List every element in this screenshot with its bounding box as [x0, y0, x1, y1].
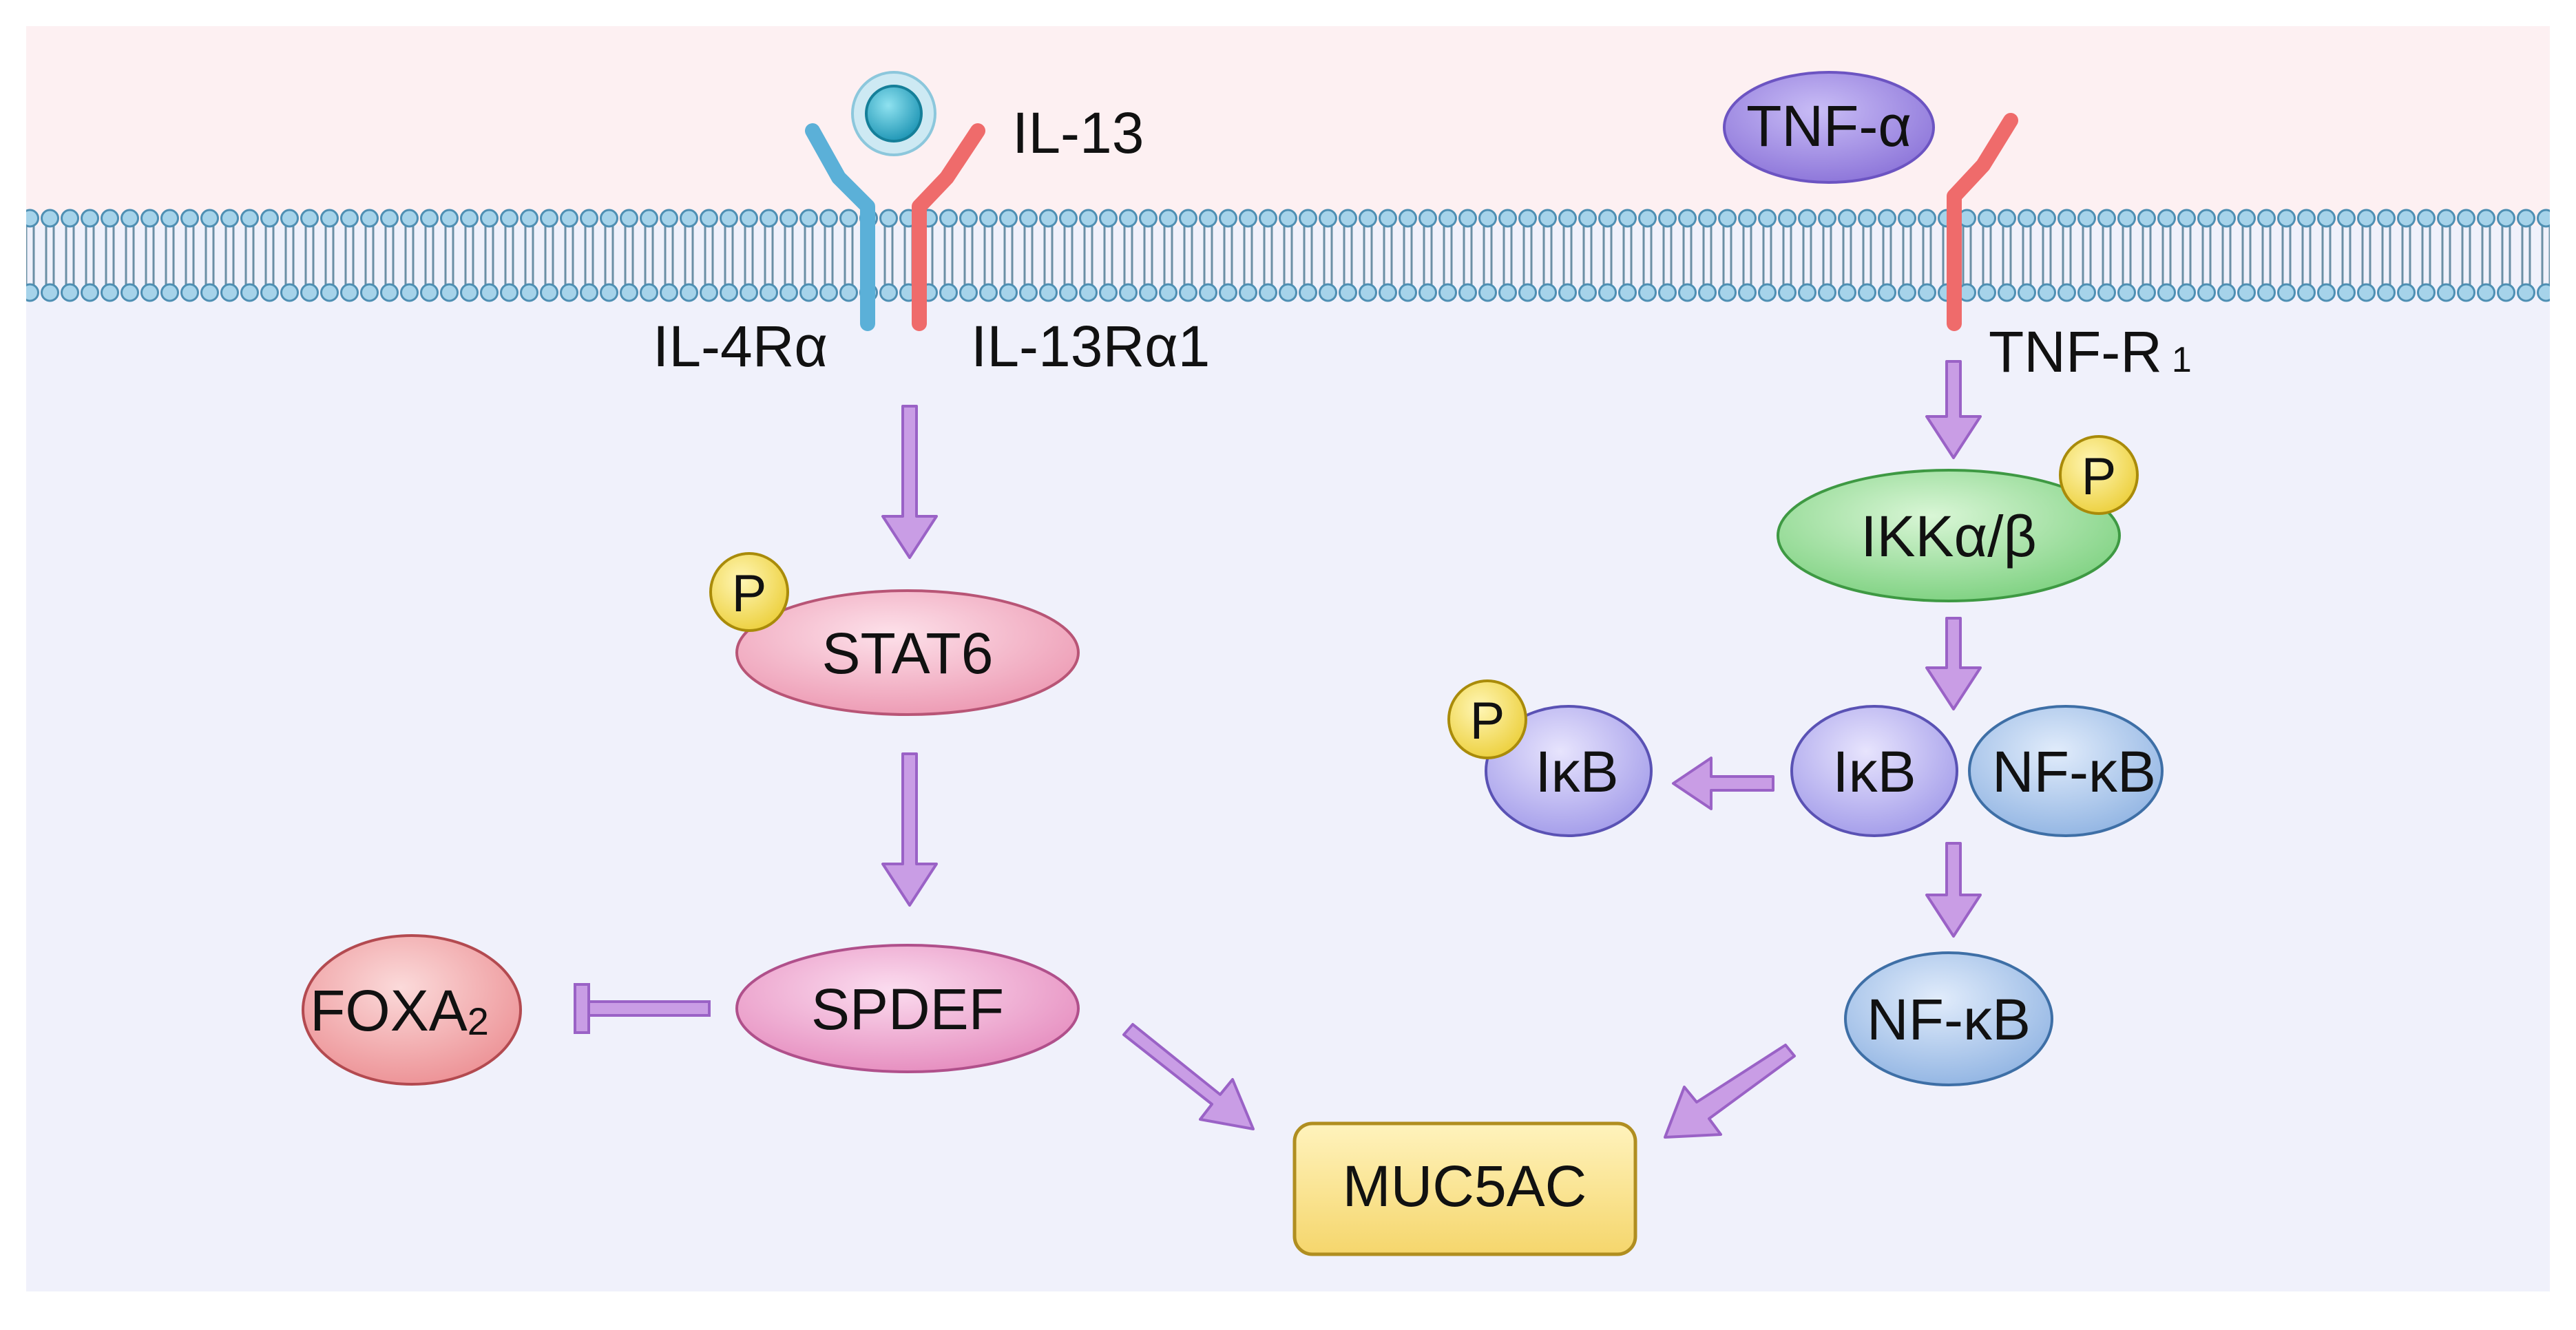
arrow-ikb-release	[1672, 757, 1774, 810]
foxa2-label: FOXA2	[310, 978, 489, 1043]
arrow-ikk-to-ikb-complex	[1925, 617, 1982, 710]
muc5ac-label: MUC5AC	[1343, 1154, 1587, 1218]
ikb-phospho-badge: P	[1447, 679, 1527, 759]
muc5ac-node: MUC5AC	[1292, 1121, 1637, 1256]
il13-ligand	[865, 85, 923, 142]
stat6-label: STAT6	[822, 621, 994, 686]
stat6-node: STAT6 P	[709, 552, 1080, 716]
complex-nfkb-label: NF-κB	[1992, 739, 2156, 804]
complex-ikb-label: IκB	[1832, 739, 1916, 804]
nfkb-label: NF-κB	[1867, 987, 2031, 1052]
arrow-tnfr1-to-ikk	[1925, 360, 1982, 459]
spdef-node: SPDEF	[735, 944, 1080, 1073]
svg-text:P: P	[2082, 447, 2117, 506]
spdef-label: SPDEF	[811, 977, 1004, 1042]
cytoplasm	[26, 226, 2550, 1291]
extracellular-space	[26, 26, 2550, 226]
ikb-nfkb-complex: IκB NF-κB	[1790, 705, 2164, 837]
arrows	[881, 360, 1982, 1139]
tnfa-label: TNF-α	[1746, 94, 1912, 158]
ikk-node: IKKα/β P	[1777, 435, 2139, 602]
il13ra1-chain	[912, 123, 985, 331]
inhibition-spdef-to-foxa2	[574, 983, 711, 1034]
svg-text:P: P	[1470, 692, 1505, 750]
arrow-spdef-to-muc5ac	[1122, 1023, 1255, 1130]
cell-membrane	[26, 208, 2550, 303]
tnfa-ligand	[1723, 71, 1935, 184]
il13-receptor-complex	[805, 71, 985, 331]
arrow-ikb-complex-to-nfkb	[1925, 842, 1982, 938]
tnfr1-chain	[1947, 113, 2018, 331]
released-ikb-label: IκB	[1535, 739, 1618, 804]
arrow-stat6-to-spdef	[881, 752, 938, 907]
ikk-phospho-badge: P	[2059, 435, 2139, 515]
il13-label: IL-13	[1012, 101, 1144, 165]
stat6-phospho-badge: P	[709, 552, 789, 632]
il13ra1-label: IL-13Rα1	[971, 314, 1210, 379]
foxa2-node: FOXA2	[302, 934, 522, 1086]
released-ikb-node: IκB P	[1447, 679, 1653, 837]
tnfr1-receptor	[1723, 71, 2018, 331]
nfkb-node: NF-κB	[1844, 951, 2053, 1086]
il4ra-label: IL-4Rα	[653, 314, 828, 379]
svg-text:P: P	[732, 564, 767, 623]
il4ra-chain	[805, 123, 875, 331]
arrow-nfkb-to-muc5ac	[1664, 1044, 1796, 1139]
arrow-il13-to-stat6	[881, 405, 938, 559]
complex-ikb	[1790, 705, 1958, 837]
complex-nfkb	[1968, 705, 2164, 837]
ikk-label: IKKα/β	[1861, 504, 2037, 569]
